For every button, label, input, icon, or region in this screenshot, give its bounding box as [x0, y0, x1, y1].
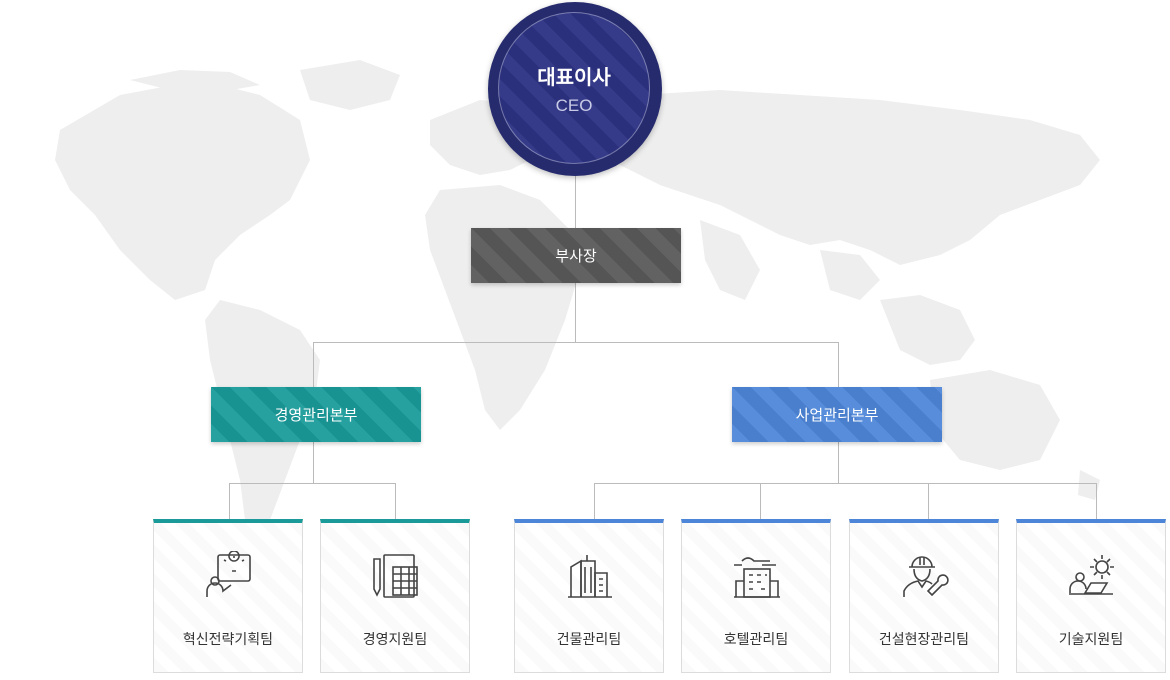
innovation-idea-icon [206, 551, 251, 597]
division-business-node: 사업관리본부 [732, 387, 942, 442]
ceo-title: 대표이사 [537, 64, 611, 89]
team-card-management-support: 경영지원팀 [320, 519, 470, 673]
team-label: 기술지원팀 [1058, 632, 1124, 648]
ceo-subtitle: CEO [555, 95, 593, 115]
building-icon [568, 555, 612, 598]
construction-worker-icon [903, 556, 949, 597]
team-label: 경영지원팀 [362, 632, 428, 648]
team-card-construction-site: 건설현장관리팀 [849, 519, 999, 673]
team-label: 호텔관리팀 [723, 632, 789, 648]
team-card-tech-support: 기술지원팀 [1016, 519, 1166, 673]
hotel-icon [734, 557, 780, 598]
tech-support-gear-icon [1069, 555, 1114, 595]
team-label: 혁신전략기획팀 [182, 632, 274, 648]
division-management-label: 경영관리본부 [274, 406, 358, 424]
division-business-label: 사업관리본부 [795, 406, 879, 424]
team-card-hotel: 호텔관리팀 [681, 519, 831, 673]
vice-president-label: 부사장 [555, 247, 597, 265]
ceo-node-inner: 대표이사 CEO [498, 12, 650, 164]
division-management-node: 경영관리본부 [211, 387, 421, 442]
team-card-building: 건물관리팀 [514, 519, 664, 673]
team-label: 건설현장관리팀 [878, 632, 970, 648]
ceo-node: 대표이사 CEO [488, 2, 662, 176]
team-label: 건물관리팀 [556, 632, 622, 648]
document-calculator-icon [373, 554, 418, 598]
team-card-innovation: 혁신전략기획팀 [153, 519, 303, 673]
vice-president-node: 부사장 [471, 228, 681, 283]
